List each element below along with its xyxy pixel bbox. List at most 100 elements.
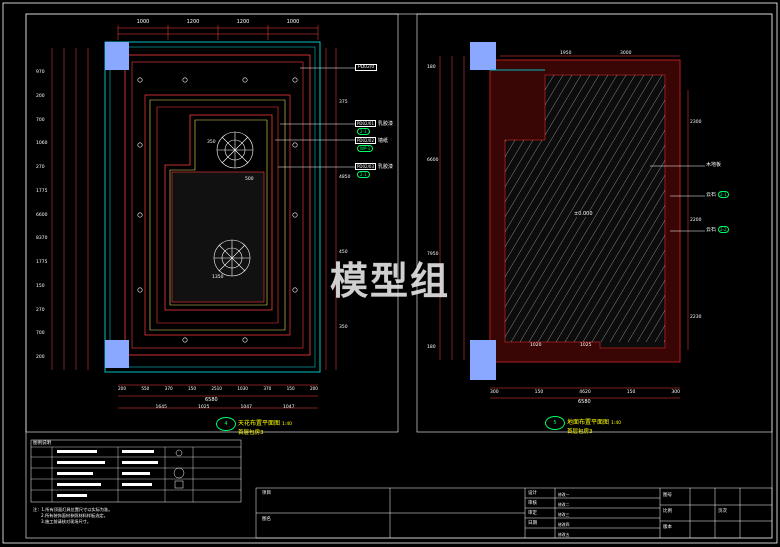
material-tag: 2-1 <box>357 128 370 135</box>
right-bottom-dims: 300 150 4620 150 300 <box>490 390 680 395</box>
dim-text: 1350 <box>212 275 224 280</box>
dim-text: 200 <box>309 386 318 391</box>
dim-text: 150 <box>286 386 295 391</box>
dim-text: 4850 <box>339 175 351 180</box>
dim-text: 6600 <box>427 158 439 164</box>
chandelier-top-icon <box>216 131 254 169</box>
dim-text: 1060 <box>36 141 48 147</box>
title-block <box>255 487 773 539</box>
material-name: 乳胶漆 <box>378 164 394 170</box>
legend-title: 图例说明 <box>33 441 51 446</box>
material-label: PD02/02 墙纸 <box>355 137 388 144</box>
dim-text: 180 <box>427 65 436 70</box>
material-code: PD02/03 <box>355 163 377 170</box>
dim-text: 1025 <box>580 343 592 348</box>
tb-page-label: 页次 <box>718 509 727 514</box>
tb-date-label: 日期 <box>528 521 537 526</box>
dim-text: 150 <box>626 390 636 395</box>
legend-notes: 注：1.所有顶面灯具位置尺寸以实际为准。 2.所有装饰面材参照材料样板选定。 3… <box>33 507 112 525</box>
plan-scale: 1:40 <box>281 422 293 427</box>
notes-prefix: 注： <box>33 507 42 512</box>
dim-text: 200 <box>36 355 45 360</box>
material-tag: WP-1 <box>357 145 374 152</box>
material-name: 云石 <box>706 192 717 198</box>
dim-text: 450 <box>339 250 348 255</box>
dim-text: 2510 <box>211 386 222 391</box>
floor-level-label: ±0.000 <box>573 211 594 217</box>
dim-text: 1950 <box>560 51 572 56</box>
dim-text: 350 <box>339 325 348 330</box>
plan-subtitle: 首层包房3 <box>567 429 593 435</box>
material-name: 墙纸 <box>378 138 389 144</box>
tb-version-label: 版本 <box>663 525 672 530</box>
dim-text: 1000 <box>136 19 150 25</box>
plan-title: 地面布置平面图 <box>567 419 610 426</box>
dim-text: 550 <box>141 386 150 391</box>
dim-text: 500 <box>245 177 254 182</box>
dim-text: 150 <box>534 390 544 395</box>
tb-project-label: 项目 <box>262 491 271 496</box>
legend-table <box>30 439 242 503</box>
material-tag: 2-2 <box>718 226 729 233</box>
dim-text: 1200 <box>236 19 250 25</box>
left-viewport <box>25 13 399 433</box>
left-top-dims: 1000 1200 1200 1000 <box>118 19 318 25</box>
floor-plan-title: 地面布置平面图 1:40 <box>567 417 621 426</box>
revision-row: 修改二 <box>558 502 570 507</box>
dim-text: 150 <box>36 283 45 289</box>
dim-text: 1020 <box>530 343 542 348</box>
tb-drawing-label: 图名 <box>262 517 271 522</box>
dim-text: 200 <box>36 93 45 99</box>
dim-text: 4620 <box>579 390 591 395</box>
dim-text: 1775 <box>36 260 48 265</box>
downlight-icons <box>137 77 298 343</box>
dim-text: 375 <box>339 100 348 105</box>
material-code-label: PD02/0 <box>355 64 378 71</box>
ceiling-plan <box>51 25 355 409</box>
dim-text: 1200 <box>186 19 200 25</box>
column-top-right-plan <box>470 42 496 70</box>
dim-text: 300 <box>490 390 499 395</box>
note-line: 3.施工前请核对现场尺寸。 <box>41 519 92 524</box>
dim-text: 1025 <box>198 405 210 410</box>
right-viewport <box>416 13 773 433</box>
dim-text: 700 <box>36 331 45 337</box>
tb-check-label: 审核 <box>528 501 537 506</box>
tb-drawing-no-label: 图号 <box>663 493 672 498</box>
revision-row: 修改一 <box>558 492 570 497</box>
plan-number-badge: 5 <box>545 416 565 430</box>
tb-revisions: 修改一 修改二 修改三 修改四 修改五 <box>558 490 569 540</box>
plan-title: 天花布置平面图 <box>238 420 281 427</box>
tb-design-label: 设计 <box>528 491 537 496</box>
note-line: 1.所有顶面灯具位置尺寸以实际为准。 <box>41 507 113 512</box>
dim-text: 370 <box>263 386 272 391</box>
material-label: PD02/03 乳胶漆 <box>355 163 393 170</box>
dim-text: 150 <box>187 386 196 391</box>
dim-text: 1645 <box>155 405 167 410</box>
material-name: 云石 <box>706 227 717 233</box>
dim-text: 180 <box>427 344 436 350</box>
dim-text: 3000 <box>620 51 632 56</box>
dim-text: 1047 <box>240 405 252 410</box>
plan-subtitle: 首层包房3 <box>238 430 264 436</box>
tb-scale-label: 比例 <box>663 509 672 514</box>
dim-text: 200 <box>118 386 126 391</box>
floor-material-label: 云石 2-1 <box>706 191 729 198</box>
revision-row: 修改三 <box>558 512 570 517</box>
legend-light-icons <box>173 449 185 489</box>
material-code: PD02/01 <box>355 120 377 127</box>
column-bottom-left <box>105 340 129 368</box>
dim-text: 370 <box>164 386 173 391</box>
dim-text: 1047 <box>283 405 295 410</box>
dim-text: 970 <box>36 70 45 75</box>
dim-text: 6600 <box>36 212 48 218</box>
ceiling-plan-title: 天花布置平面图 1:40 <box>238 418 292 427</box>
dim-text: 1030 <box>237 386 248 391</box>
plan-scale: 1:40 <box>610 421 622 426</box>
dim-text: 270 <box>36 165 45 170</box>
right-left-dims: 180 6600 7950 180 <box>427 65 438 350</box>
left-bottom-dims: 200 550 370 150 2510 1030 370 150 200 <box>118 386 318 391</box>
dim-text: 8370 <box>36 236 48 242</box>
